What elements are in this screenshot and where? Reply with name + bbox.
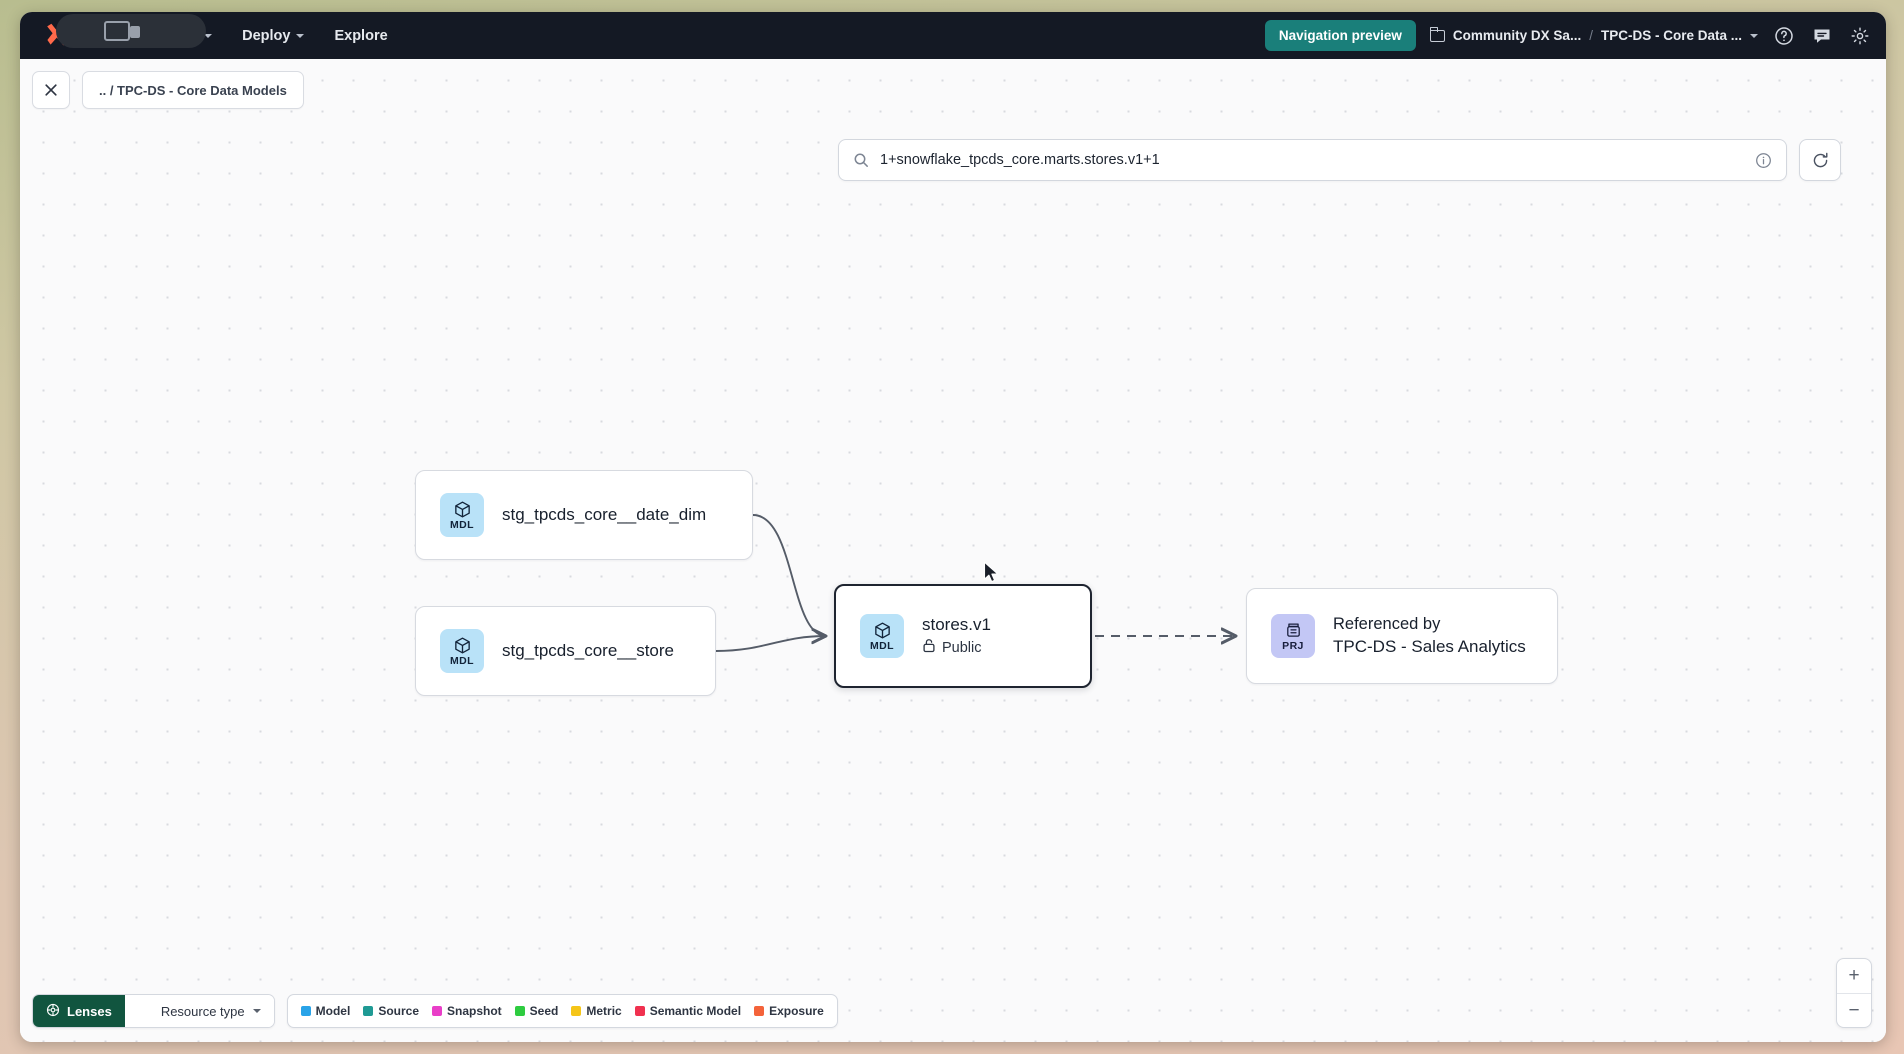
- zoom-controls: + −: [1836, 958, 1872, 1028]
- browser-tab-dot: [130, 26, 140, 38]
- node-text-stack: stores.v1 Public: [922, 615, 991, 657]
- account-project-breadcrumb[interactable]: Community DX Sa... / TPC-DS - Core Data …: [1429, 26, 1758, 43]
- graph-node-stores-v1[interactable]: MDL stores.v1 Public: [834, 584, 1092, 688]
- lenses-button-label: Lenses: [67, 1003, 112, 1019]
- node-access-row: Public: [922, 638, 991, 657]
- lenses-group: Lenses Resource type: [32, 994, 275, 1028]
- feedback-icon[interactable]: [1810, 24, 1834, 48]
- node-badge-label: MDL: [450, 654, 474, 667]
- node-label: stores.v1: [922, 615, 991, 634]
- top-nav-right-group: Navigation preview Community DX Sa... / …: [1264, 20, 1872, 51]
- graph-node-stg-tpcds-core-date-dim[interactable]: MDL stg_tpcds_core__date_dim: [415, 470, 753, 560]
- navigation-preview-button[interactable]: Navigation preview: [1264, 20, 1416, 51]
- nodes-icon: [138, 1002, 153, 1020]
- legend-swatch: [363, 1006, 374, 1016]
- legend-item[interactable]: Semantic Model: [634, 1004, 742, 1018]
- lineage-edges: [715, 514, 1886, 652]
- chevron-down-icon: [252, 1009, 261, 1013]
- breadcrumb[interactable]: .. / TPC-DS - Core Data Models: [82, 71, 304, 109]
- folder-icon: [1429, 26, 1445, 42]
- edge-date-dim-to-stores: [752, 514, 826, 636]
- node-label: TPC-DS - Sales Analytics: [1333, 637, 1526, 656]
- settings-icon[interactable]: [1848, 24, 1872, 48]
- nav-link-deploy[interactable]: Deploy: [240, 23, 306, 49]
- edge-store-to-stores: [715, 636, 826, 652]
- node-badge-label: PRJ: [1282, 639, 1304, 652]
- nav-link-deploy-label: Deploy: [242, 27, 291, 44]
- browser-window: dbt Develop Deploy Explore Navigation pr…: [20, 12, 1886, 1042]
- node-access-label: Public: [942, 639, 982, 656]
- node-badge-label: MDL: [450, 518, 474, 531]
- node-text-stack: Referenced by TPC-DS - Sales Analytics: [1333, 615, 1526, 657]
- top-navigation-bar: dbt Develop Deploy Explore Navigation pr…: [20, 12, 1886, 59]
- search-area: [838, 139, 1841, 181]
- resource-type-dropdown[interactable]: Resource type: [124, 995, 274, 1027]
- node-relation-label: Referenced by: [1333, 615, 1441, 633]
- resource-type-label: Resource type: [160, 1003, 245, 1019]
- cube-icon: [454, 501, 470, 518]
- chevron-down-icon[interactable]: [1750, 33, 1758, 38]
- info-icon[interactable]: [1755, 152, 1772, 169]
- zoom-in-button[interactable]: +: [1848, 965, 1860, 986]
- legend-label: Semantic Model: [649, 1004, 742, 1018]
- legend-swatch: [571, 1006, 582, 1016]
- lenses-icon: [46, 1003, 60, 1020]
- lineage-canvas[interactable]: .. / TPC-DS - Core Data Models: [20, 59, 1886, 1042]
- chevron-down-icon: [296, 33, 305, 38]
- cube-icon: [454, 637, 470, 654]
- legend-label: Metric: [586, 1004, 622, 1018]
- legend-item[interactable]: Snapshot: [432, 1004, 502, 1018]
- breadcrumb-separator: /: [1589, 28, 1593, 43]
- resource-type-legend: Model Source Snapshot Seed Metric: [286, 994, 838, 1028]
- graph-node-tpc-ds-sales-analytics[interactable]: PRJ Referenced by TPC-DS - Sales Analyti…: [1246, 588, 1558, 684]
- refresh-icon[interactable]: [1799, 139, 1841, 181]
- nav-link-explore-label: Explore: [334, 27, 388, 44]
- close-lineage-button[interactable]: [32, 71, 70, 109]
- browser-tab-icon: [104, 21, 130, 41]
- project-name: TPC-DS - Core Data ...: [1600, 28, 1742, 43]
- account-name: Community DX Sa...: [1452, 28, 1582, 43]
- nav-link-explore[interactable]: Explore: [332, 23, 389, 49]
- search-icon: [853, 152, 869, 168]
- node-badge-mdl: MDL: [860, 614, 904, 658]
- graph-node-stg-tpcds-core-store[interactable]: MDL stg_tpcds_core__store: [415, 606, 716, 696]
- legend-item[interactable]: Seed: [514, 1004, 559, 1018]
- legend-item[interactable]: Exposure: [754, 1004, 824, 1018]
- node-badge-prj: PRJ: [1271, 614, 1315, 658]
- node-label: stg_tpcds_core__store: [502, 641, 674, 660]
- legend-label: Exposure: [769, 1004, 824, 1018]
- node-badge-mdl: MDL: [440, 629, 484, 673]
- legend-label: Source: [378, 1004, 419, 1018]
- legend-swatch: [432, 1006, 442, 1016]
- browser-tab-nub: [56, 14, 206, 48]
- legend-item[interactable]: Source: [363, 1004, 419, 1018]
- legend-label: Snapshot: [447, 1004, 502, 1018]
- legend-swatch: [754, 1006, 765, 1016]
- legend-swatch: [634, 1006, 645, 1016]
- legend-label: Model: [315, 1004, 351, 1018]
- help-icon[interactable]: [1772, 24, 1796, 48]
- node-label: stg_tpcds_core__date_dim: [502, 505, 707, 524]
- legend-label: Seed: [529, 1004, 559, 1018]
- legend-swatch: [300, 1006, 311, 1016]
- search-box[interactable]: [838, 139, 1787, 181]
- legend-item[interactable]: Model: [300, 1004, 351, 1018]
- node-badge-label: MDL: [870, 639, 894, 652]
- unlock-icon: [922, 638, 936, 657]
- node-badge-mdl: MDL: [440, 493, 484, 537]
- lenses-button[interactable]: Lenses: [33, 995, 125, 1027]
- project-stack-icon: [1286, 623, 1300, 637]
- lineage-graph[interactable]: MDL stg_tpcds_core__date_dim MDL stg_tpc…: [20, 59, 1886, 1042]
- cube-icon: [874, 622, 890, 639]
- zoom-out-button[interactable]: −: [1837, 993, 1871, 1027]
- search-input[interactable]: [880, 152, 1744, 168]
- lineage-toolbar: .. / TPC-DS - Core Data Models: [20, 59, 1886, 121]
- chevron-down-icon: [204, 33, 213, 38]
- legend-item[interactable]: Metric: [571, 1004, 622, 1018]
- bottom-control-bar: Lenses Resource type: [32, 994, 838, 1028]
- legend-swatch: [514, 1006, 525, 1016]
